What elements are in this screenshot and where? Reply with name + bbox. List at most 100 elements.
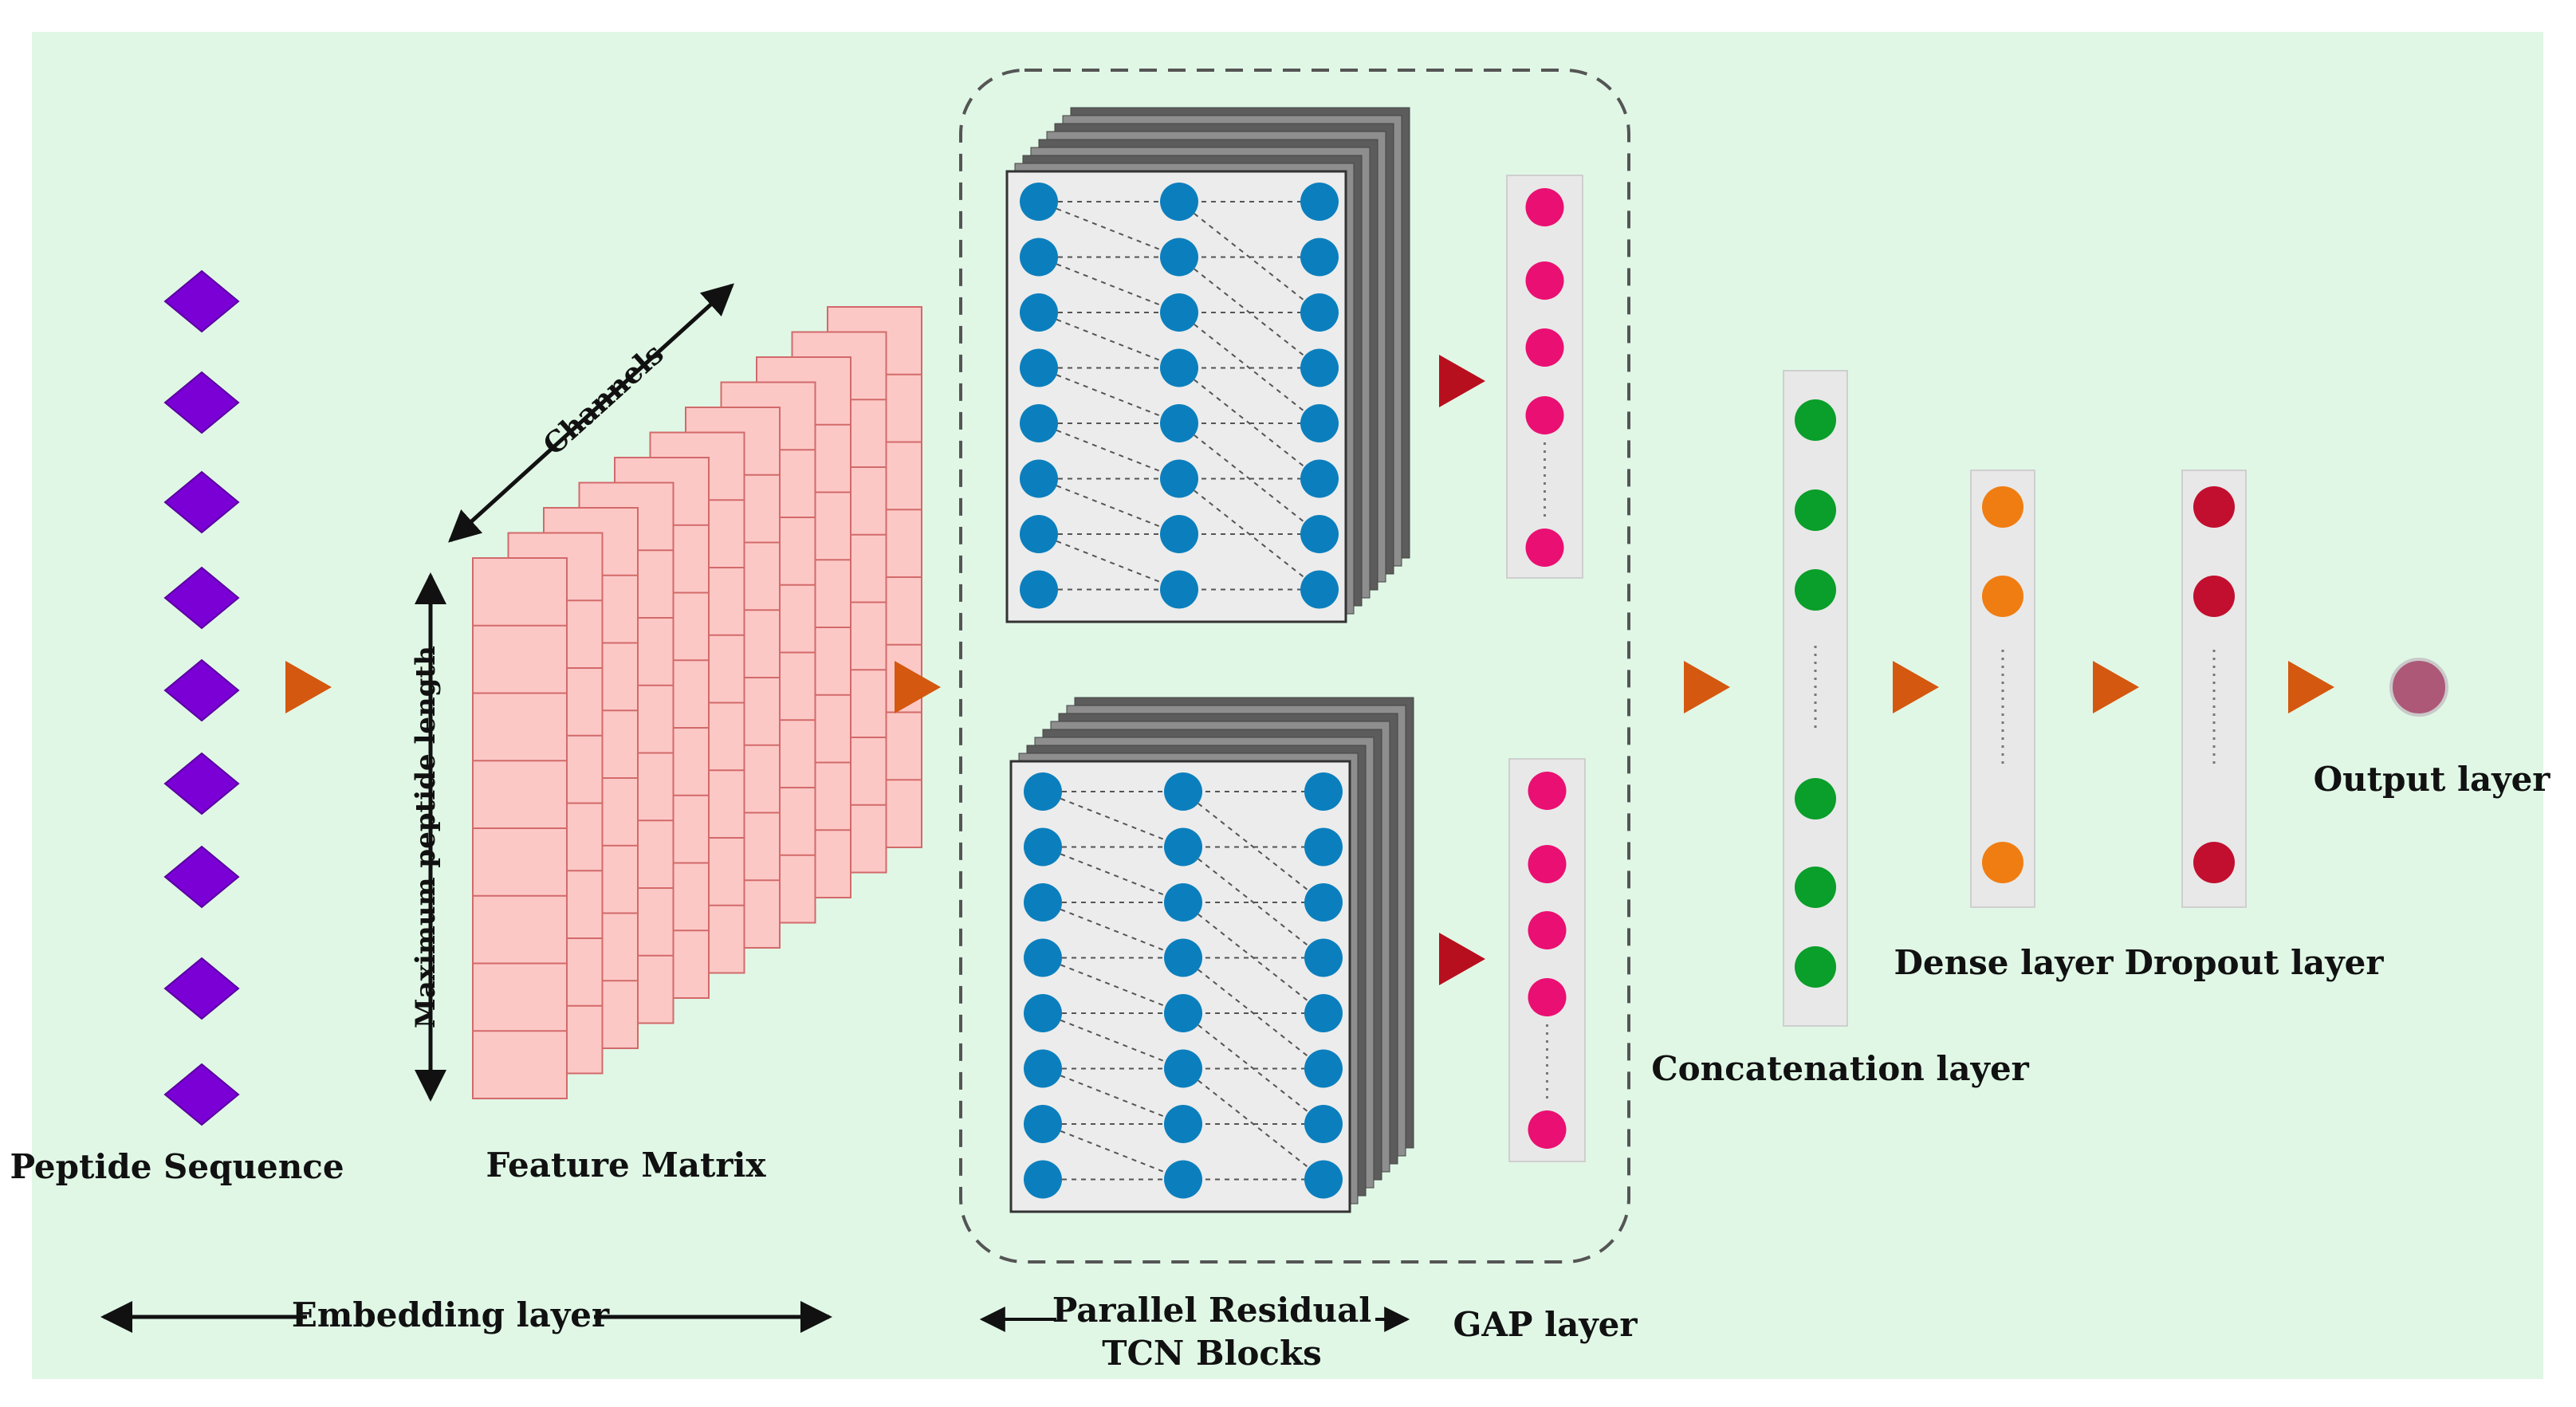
tcn-node: [1304, 1105, 1343, 1143]
tcn-connection: [1038, 422, 1180, 480]
tcn-node: [1024, 994, 1062, 1032]
tcn-block-bottom: [1009, 697, 1414, 1213]
tcn-node: [1160, 293, 1198, 332]
tcn-node: [1164, 1105, 1202, 1143]
tcn-node: [1024, 772, 1062, 811]
tcn-node: [1024, 827, 1062, 867]
tcn-node: [1160, 570, 1198, 609]
feature-matrix: [472, 306, 922, 1099]
layer-column-bg: [1783, 370, 1848, 1027]
tcn-connection: [1042, 1067, 1184, 1125]
layer-column-bg: [1506, 175, 1583, 579]
concat-node: [1795, 489, 1836, 531]
tcn-node: [1160, 348, 1198, 387]
tcn-node: [1020, 183, 1058, 221]
gap-node: [1525, 396, 1564, 434]
tcn-node: [1304, 938, 1343, 977]
tcn-node: [1024, 1105, 1062, 1143]
concatenation-layer-label: Concatenation layer: [1651, 1049, 2029, 1088]
tcn-node: [1300, 570, 1339, 609]
tcn-node: [1164, 827, 1202, 867]
gap-node: [1528, 845, 1567, 883]
tcn-node: [1164, 938, 1202, 977]
tcn-node: [1300, 515, 1339, 553]
tcn-connection: [1042, 1012, 1184, 1070]
gap-node: [1525, 328, 1564, 367]
tcn-node: [1300, 293, 1339, 332]
tcn-connection: [1042, 791, 1184, 848]
triangle-right-icon: [1893, 661, 1939, 713]
concat-node: [1795, 569, 1836, 611]
embedding-label-bg: [307, 1293, 594, 1339]
tcn-connection: [1042, 902, 1184, 959]
gap-node: [1525, 188, 1564, 226]
layer-column-bg: [1508, 758, 1586, 1162]
dropout-column: [2181, 470, 2247, 908]
tcn-node: [1164, 1049, 1202, 1088]
tcn-connection: [1178, 422, 1320, 535]
tcn-label-line1: Parallel Residual: [1052, 1291, 1372, 1330]
tcn-label-bg: [1056, 1291, 1375, 1336]
tcn-connection: [1178, 201, 1320, 313]
flow-arrows: [285, 355, 2334, 985]
tcn-node: [1020, 293, 1058, 332]
tcn-node: [1304, 994, 1343, 1032]
dense-column: [1970, 470, 2035, 908]
tcn-node: [1304, 1160, 1343, 1199]
tcn-node: [1160, 238, 1198, 277]
output-layer-label: Output layer: [2314, 760, 2551, 799]
diamond-icon: [163, 470, 240, 534]
tcn-connection: [1038, 312, 1180, 369]
dropout-node: [2193, 576, 2235, 617]
dropout-layer-label: Dropout layer: [2125, 943, 2385, 982]
gap-node: [1525, 529, 1564, 567]
triangle-right-icon: [1684, 661, 1730, 713]
concat-node: [1795, 399, 1836, 441]
layer-column-bg: [2181, 470, 2247, 908]
channels-arrow: [448, 283, 734, 543]
triangle-right-icon: [285, 661, 332, 713]
tcn-node: [1164, 1160, 1202, 1199]
tcn-node: [1020, 348, 1058, 387]
tcn-node: [1160, 515, 1198, 553]
tcn-node: [1020, 404, 1058, 442]
tcn-connection: [1178, 367, 1320, 480]
tcn-node: [1300, 183, 1339, 221]
tcn-connection: [1038, 478, 1180, 535]
tcn-connection: [1038, 367, 1180, 424]
diamond-icon: [163, 957, 240, 1020]
diamond-icon: [163, 658, 240, 722]
tcn-connection: [1182, 902, 1324, 1014]
tcn-connection: [1178, 256, 1320, 369]
tcn-node: [1160, 404, 1198, 442]
dropout-node: [2193, 842, 2235, 883]
tcn-node: [1020, 459, 1058, 498]
tcn-connection: [1182, 957, 1324, 1070]
tcn-node: [1024, 1160, 1062, 1199]
layer-column-bg: [1970, 470, 2035, 908]
max-length-label: Maximum peptide length: [410, 646, 442, 1028]
tcn-connection: [1038, 533, 1180, 591]
tcn-node: [1020, 238, 1058, 277]
tcn-label-line2: TCN Blocks: [1102, 1334, 1321, 1373]
dropout-node: [2193, 486, 2235, 528]
tcn-connection: [1178, 478, 1320, 591]
dense-node: [1982, 486, 2023, 528]
tcn-connection: [1038, 201, 1180, 258]
concat-node: [1795, 946, 1836, 988]
tcn-connection: [1182, 1067, 1324, 1181]
output-node: [2389, 658, 2448, 717]
tcn-node: [1300, 459, 1339, 498]
tcn-node: [1164, 772, 1202, 811]
triangle-right-icon: [1439, 933, 1485, 985]
tcn-node: [1024, 1049, 1062, 1088]
tcn-connection: [1182, 846, 1324, 959]
gap-column-bottom: [1508, 758, 1586, 1162]
tcn-node: [1300, 404, 1339, 442]
triangle-right-icon: [1439, 355, 1485, 407]
dense-node: [1982, 842, 2023, 883]
tcn-connection: [1182, 791, 1324, 903]
diamond-icon: [163, 269, 240, 333]
diamond-icon: [163, 371, 240, 434]
